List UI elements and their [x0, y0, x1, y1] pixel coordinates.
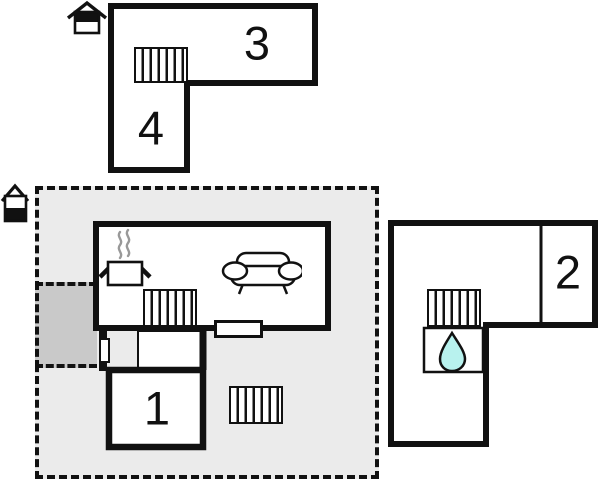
building-right-walls [388, 220, 598, 447]
building-top [108, 3, 318, 173]
radiator-icon-room2 [427, 289, 481, 327]
water-drop-icon [438, 330, 467, 373]
patio-area [35, 282, 97, 368]
building-right [388, 220, 598, 447]
steam-icon [125, 228, 131, 258]
house-body-outline [73, 10, 101, 35]
steam-icon [117, 230, 123, 260]
door-icon [99, 338, 110, 363]
house-body-bottom [5, 208, 26, 221]
house-body-top [75, 12, 99, 22]
pot-body [106, 260, 144, 287]
radiator-icon-terrace [229, 386, 283, 424]
room-label-2: 2 [554, 245, 582, 299]
radiator-icon-room3 [134, 47, 188, 83]
window-icon [214, 320, 263, 338]
entrance-house-icon-top [66, 0, 108, 35]
room-1-walls [105, 366, 207, 451]
radiator-icon-living [143, 289, 197, 327]
sofa-armrest [277, 261, 302, 281]
sofa-icon [221, 251, 302, 295]
stove-pot-icon [98, 228, 152, 287]
house-body-outline [3, 194, 28, 223]
sofa-armrest [221, 261, 249, 281]
room-label-1: 1 [143, 381, 171, 435]
room-label-3: 3 [243, 16, 271, 70]
hall-room [137, 330, 205, 371]
entrance-house-icon-left [0, 183, 30, 223]
room-label-4: 4 [137, 101, 165, 155]
